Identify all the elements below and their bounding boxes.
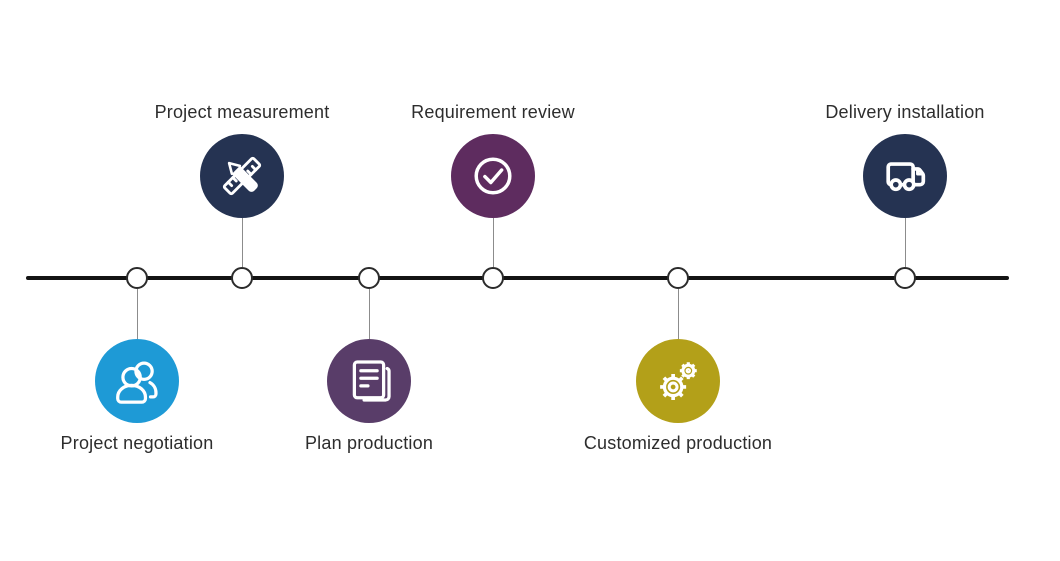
step-customized-production: Customized production (558, 0, 798, 561)
check-icon (474, 157, 512, 195)
connector-line (368, 289, 370, 339)
step-label: Customized production (583, 433, 773, 453)
connector-line (904, 218, 906, 267)
connector-line (677, 289, 679, 339)
step-label: Plan production (304, 433, 434, 453)
timeline-node-dot (482, 267, 504, 289)
ruler-pencil-icon (222, 156, 262, 196)
document-icon (352, 360, 391, 402)
timeline-line (26, 276, 1009, 280)
timeline-node-dot (667, 267, 689, 289)
gears-icon (660, 362, 697, 400)
step-label: Project negotiation (60, 433, 214, 453)
step-label: Requirement review (411, 102, 575, 122)
step-label: Project measurement (154, 102, 330, 122)
step-icon-circle (451, 134, 535, 218)
connector-line (241, 218, 243, 267)
connector-line (136, 289, 138, 339)
step-icon-circle (636, 339, 720, 423)
people-icon (116, 361, 158, 404)
step-label: Delivery installation (825, 102, 985, 122)
truck-icon (886, 162, 926, 192)
timeline-node-dot (358, 267, 380, 289)
step-icon-circle (863, 134, 947, 218)
connector-line (492, 218, 494, 267)
timeline-node-dot (894, 267, 916, 289)
timeline-node-dot (126, 267, 148, 289)
step-icon-circle (327, 339, 411, 423)
timeline-node-dot (231, 267, 253, 289)
step-icon-circle (200, 134, 284, 218)
step-plan-production: Plan production (249, 0, 489, 561)
step-requirement-review: Requirement review (373, 0, 613, 561)
step-project-measurement: Project measurement (122, 0, 362, 561)
step-delivery-installation: Delivery installation (785, 0, 1025, 561)
step-icon-circle (95, 339, 179, 423)
step-project-negotiation: Project negotiation (17, 0, 257, 561)
